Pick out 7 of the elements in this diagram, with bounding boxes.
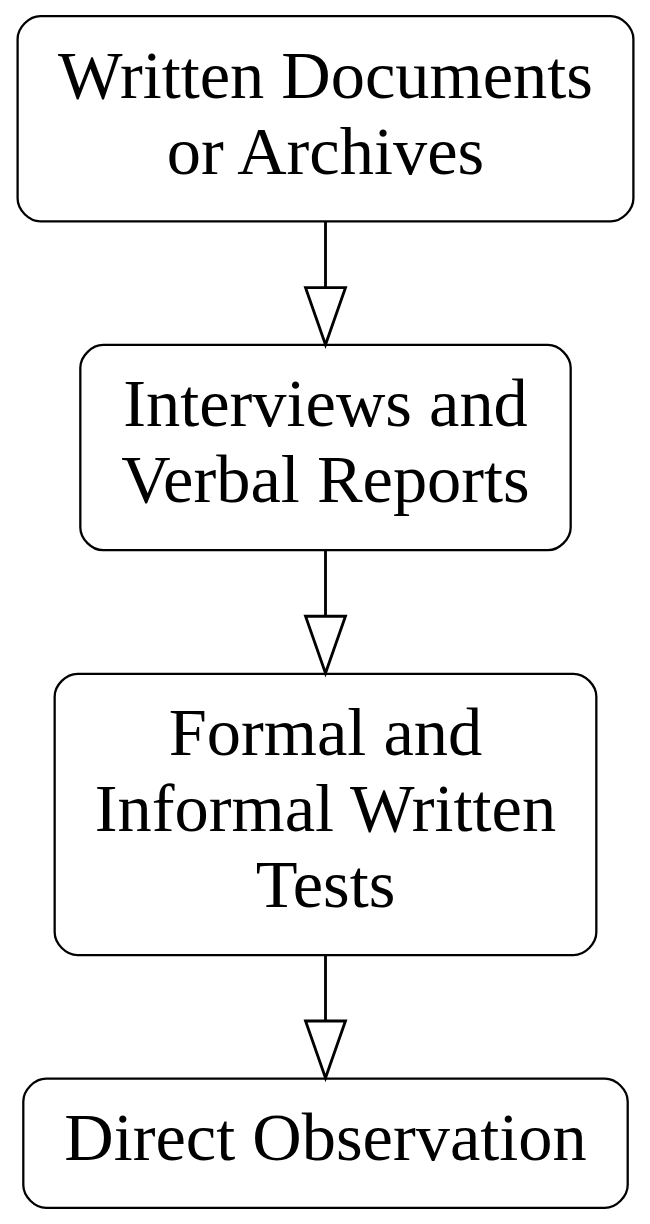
arrow [303, 550, 347, 678]
node-box: Direct Observation [21, 1077, 629, 1209]
arrow [303, 221, 347, 349]
arrow [303, 955, 347, 1083]
node-box: Formal and Informal Written Tests [53, 672, 597, 957]
node-box: Written Documents or Archives [15, 15, 635, 223]
node-box: Interviews and Verbal Reports [78, 343, 572, 552]
